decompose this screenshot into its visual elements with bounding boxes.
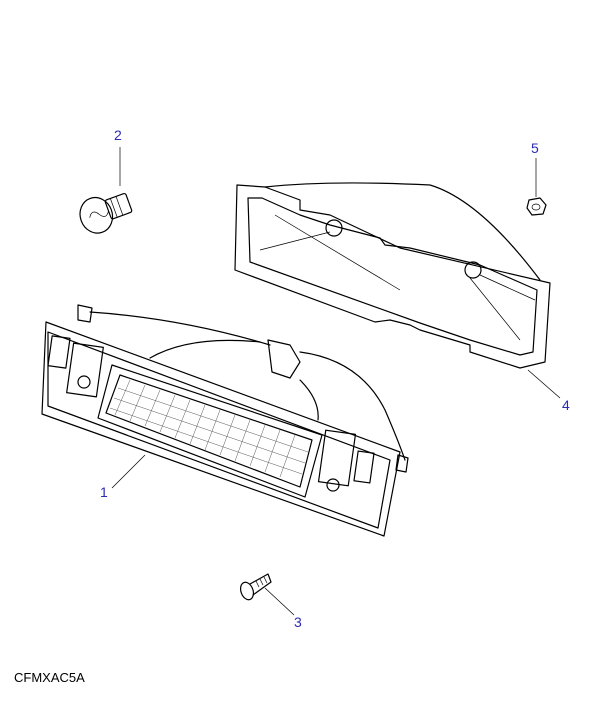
bulb-part-2 <box>79 147 133 234</box>
lamp-assembly-part-1 <box>41 304 409 537</box>
callout-2: 2 <box>114 127 122 143</box>
callout-3: 3 <box>294 614 302 630</box>
diagram-code: CFMXAC5A <box>14 670 85 685</box>
callout-4: 4 <box>562 397 570 413</box>
nut-part-5 <box>526 158 547 216</box>
callout-5: 5 <box>531 140 539 156</box>
callout-1: 1 <box>100 484 108 500</box>
bezel-part-4 <box>234 182 561 399</box>
screw-part-3 <box>239 573 295 616</box>
